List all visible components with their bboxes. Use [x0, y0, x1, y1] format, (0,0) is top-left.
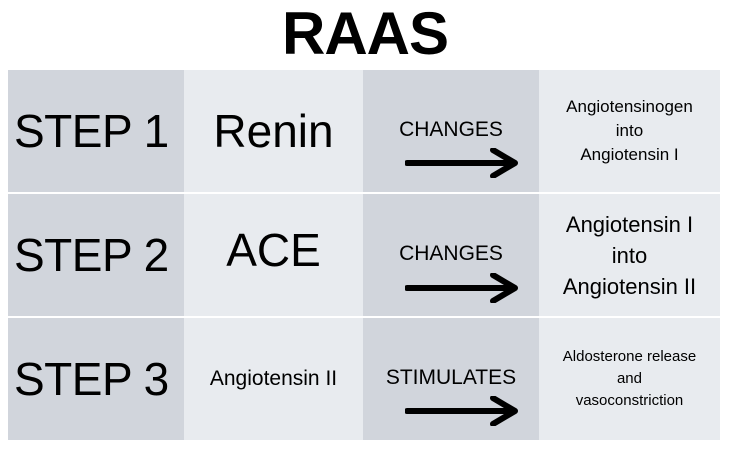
step-1-label: STEP 1: [8, 70, 184, 194]
step-3-agent: Angiotensin II: [184, 318, 363, 442]
raas-steps-table: STEP 1 Renin CHANGES Angiotensinogen int…: [8, 70, 720, 442]
step-2-action-cell: CHANGES: [363, 194, 539, 318]
step-1-result: Angiotensinogen into Angiotensin I: [539, 70, 720, 194]
step-2-result: Angiotensin I into Angiotensin II: [539, 194, 720, 318]
step-3-action: STIMULATES: [385, 366, 517, 389]
right-arrow-icon: [405, 396, 518, 426]
step-2-label: STEP 2: [8, 194, 184, 318]
step-1-action-cell: CHANGES: [363, 70, 539, 194]
step-3-action-cell: STIMULATES: [363, 318, 539, 442]
step-1-action: CHANGES: [399, 118, 503, 141]
right-arrow-icon: [405, 148, 518, 178]
diagram-title: RAAS: [281, 0, 449, 67]
step-1-agent: Renin: [184, 70, 363, 194]
step-2-agent: ACE: [184, 194, 363, 318]
step-3-result: Aldosterone release and vasoconstriction: [539, 318, 720, 442]
step-3-label: STEP 3: [8, 318, 184, 442]
right-arrow-icon: [405, 273, 518, 303]
step-2-action: CHANGES: [399, 242, 503, 265]
